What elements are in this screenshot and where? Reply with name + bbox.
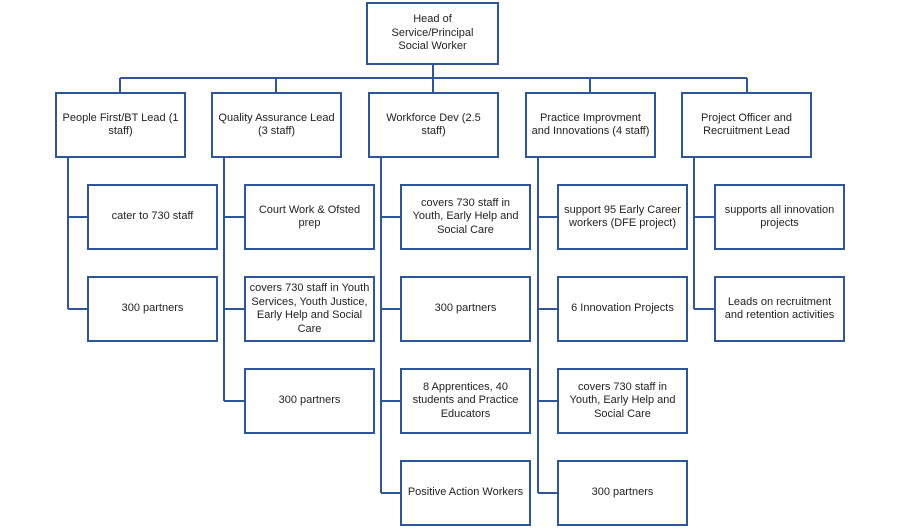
item-box: 6 Innovation Projects [557, 276, 688, 342]
item-box: support 95 Early Career workers (DFE pro… [557, 184, 688, 250]
head-of-service-box: Head of Service/Principal Social Worker [366, 2, 499, 65]
item-box: Leads on recruitment and retention activ… [714, 276, 845, 342]
item-box: cater to 730 staff [87, 184, 218, 250]
lead-box-quality-assurance: Quality Assurance Lead (3 staff) [211, 92, 342, 158]
item-box: 300 partners [244, 368, 375, 434]
lead-box-workforce-dev: Workforce Dev (2.5 staff) [368, 92, 499, 158]
lead-box-project-officer: Project Officer and Recruitment Lead [681, 92, 812, 158]
lead-box-practice-improvement: Practice Improvment and Innovations (4 s… [525, 92, 656, 158]
item-box: 8 Apprentices, 40 students and Practice … [400, 368, 531, 434]
item-box: covers 730 staff in Youth Services, Yout… [244, 276, 375, 342]
item-box: covers 730 staff in Youth, Early Help an… [557, 368, 688, 434]
item-box: 300 partners [557, 460, 688, 526]
lead-box-people-first: People First/BT Lead (1 staff) [55, 92, 186, 158]
item-box: Court Work & Ofsted prep [244, 184, 375, 250]
item-box: covers 730 staff in Youth, Early Help an… [400, 184, 531, 250]
item-box: 300 partners [87, 276, 218, 342]
item-box: 300 partners [400, 276, 531, 342]
item-box: supports all innovation projects [714, 184, 845, 250]
item-box: Positive Action Workers [400, 460, 531, 526]
